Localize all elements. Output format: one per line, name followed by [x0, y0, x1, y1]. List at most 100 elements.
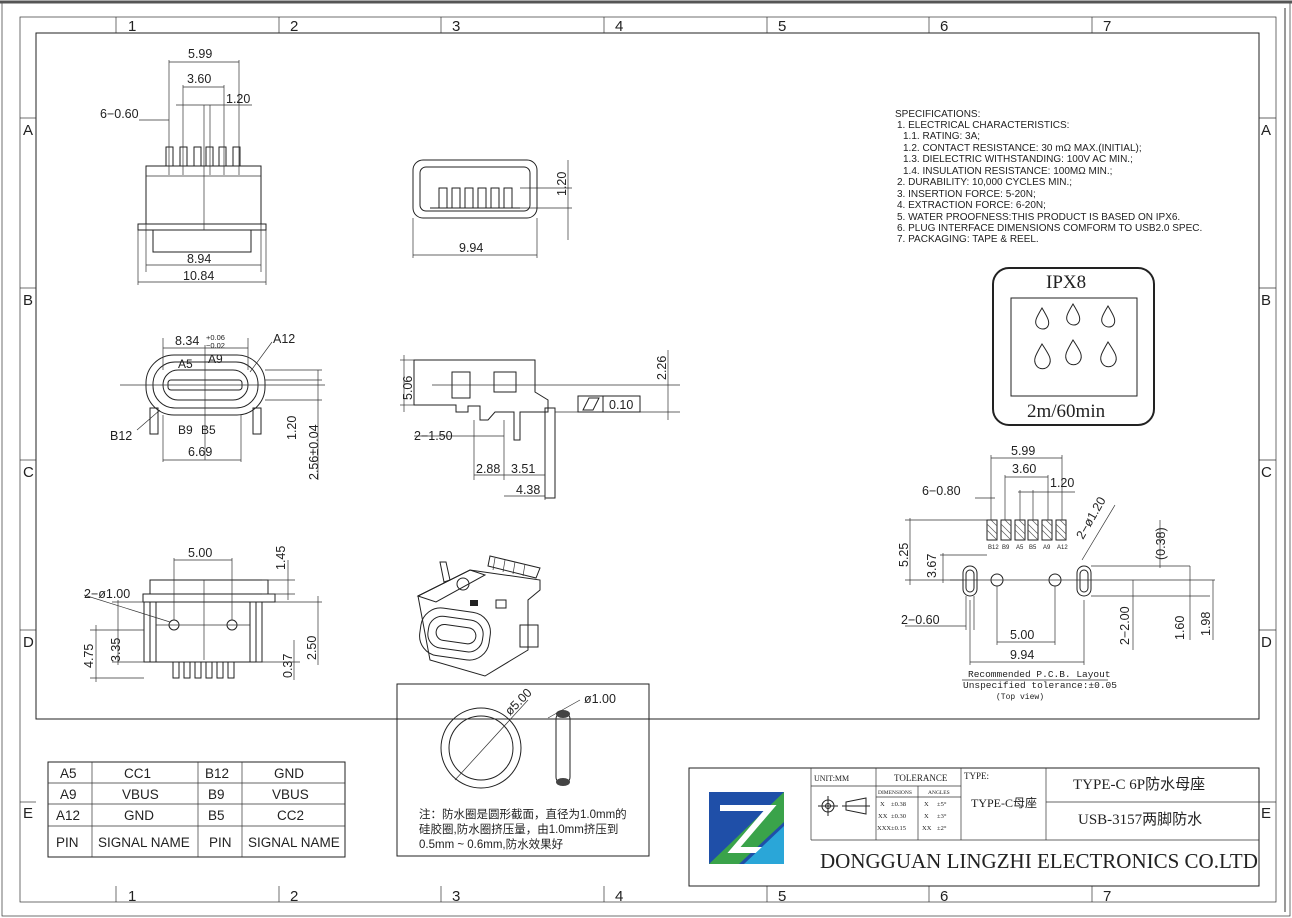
- pin-label: A12: [1057, 545, 1068, 551]
- pin-label: B5: [1029, 545, 1037, 551]
- spec-line: 5. WATER PROOFNESS:THIS PRODUCT IS BASED…: [897, 212, 1180, 223]
- zone-rows: A B C D E A B C D E: [20, 117, 1276, 822]
- dim-label: 5.99: [1011, 444, 1035, 458]
- table-cell: VBUS: [272, 787, 309, 802]
- dimensions-label: DIMENSIONS: [878, 790, 912, 796]
- dim-label: 5.99: [188, 47, 212, 61]
- zone-border: [19, 16, 1277, 903]
- dim-label: (0.38): [1154, 527, 1168, 560]
- dim-label: 3.51: [511, 462, 535, 476]
- table-header: PIN: [56, 835, 79, 850]
- zone-columns: 1 2 3 4 5 6 7 1 2 3 4 5 6 7: [115, 17, 1111, 905]
- dim-label: 6−0.80: [922, 484, 961, 498]
- spec-line: 1.1. RATING: 3A;: [903, 131, 980, 142]
- dim-tol: −0.02: [206, 341, 225, 350]
- pin-callout: B5: [201, 423, 216, 437]
- dim-label: 3.60: [1012, 462, 1036, 476]
- layout-note: (Top view): [996, 693, 1044, 702]
- row-label: D: [23, 634, 34, 651]
- col-label: 2: [290, 18, 298, 35]
- dim-label: 1.60: [1173, 616, 1187, 640]
- dim-label: 1.20: [285, 416, 299, 440]
- tol-cell: ±0.15: [891, 825, 906, 832]
- specifications: SPECIFICATIONS: 1. ELECTRICAL CHARACTERI…: [895, 109, 1202, 245]
- table-header: PIN: [209, 835, 232, 850]
- layout-note: Recommended P.C.B. Layout: [968, 669, 1111, 680]
- dim-label: 2−1.50: [414, 429, 453, 443]
- dim-label: 10.84: [183, 269, 214, 283]
- tol-cell: X: [924, 801, 929, 808]
- dim-label: 2.50: [305, 636, 319, 660]
- dim-label: 2.56±0.04: [307, 424, 321, 480]
- dim-label: 6.69: [188, 445, 212, 459]
- dim-label: 8.94: [187, 252, 211, 266]
- pin-callout: B9: [178, 423, 193, 437]
- tol-cell: X: [880, 801, 885, 808]
- table-cell: A12: [56, 808, 80, 823]
- ring-detail: ø5.00 ø1.00 注：防水圈是圆形截面，直径为1.0mm的 硅胶圈,防水圈…: [396, 683, 650, 857]
- row-label: B: [1261, 292, 1271, 309]
- dim-label: 2−2.00: [1118, 606, 1132, 645]
- dim-label: ø1.00: [584, 692, 616, 706]
- dim-tol: +0.06: [206, 333, 225, 342]
- table-header: SIGNAL NAME: [248, 835, 340, 850]
- drawing-border: [35, 32, 1260, 720]
- col-label: 2: [290, 888, 298, 905]
- col-label: 3: [452, 18, 460, 35]
- dim-label: 9.94: [459, 241, 483, 255]
- ipx-subtitle: 2m/60min: [1027, 401, 1106, 422]
- row-label: A: [23, 122, 33, 139]
- dim-label: 2−ø1.20: [1073, 494, 1108, 541]
- col-label: 5: [778, 888, 786, 905]
- table-cell: CC2: [277, 808, 304, 823]
- dim-label: 8.34: [175, 334, 199, 348]
- pin-label: A9: [1043, 545, 1051, 551]
- col-label: 6: [940, 888, 948, 905]
- ring-note-line: 注：防水圈是圆形截面，直径为1.0mm的: [419, 807, 627, 821]
- pin-label: B9: [1002, 545, 1010, 551]
- col-label: 5: [778, 18, 786, 35]
- angles-label: ANGLES: [928, 790, 950, 796]
- title-block: UNIT:MM TOLERANCE DIMENSIONS ANGLES X ±0…: [688, 767, 1260, 887]
- dim-label: 5.25: [897, 543, 911, 567]
- title-line-1: TYPE-C 6P防水母座: [1073, 776, 1205, 793]
- row-label: B: [23, 292, 33, 309]
- spec-line: 1.3. DIELECTRIC WITHSTANDING: 100V AC MI…: [903, 154, 1133, 165]
- dim-label: 6−0.60: [100, 107, 139, 121]
- pcb-pin-labels: B12 B9 A5 B5 A9 A12: [988, 545, 1068, 551]
- ring-note-line: 0.5mm ~ 0.6mm,防水效果好: [419, 837, 564, 851]
- pcb-layout: B12 B9 A5 B5 A9 A12: [897, 444, 1215, 702]
- spec-line: 2. DURABILITY: 10,000 CYCLES MIN.;: [897, 177, 1072, 188]
- col-label: 3: [452, 888, 460, 905]
- table-cell: B12: [205, 766, 229, 781]
- dim-label: 2−ø1.00: [84, 587, 130, 601]
- flatness-label: 0.10: [609, 398, 633, 412]
- dim-label: 1.45: [274, 546, 288, 570]
- row-label: D: [1261, 634, 1272, 651]
- pin-label: A5: [1016, 545, 1024, 551]
- tol-cell: XXX: [877, 825, 891, 832]
- table-cell: A9: [60, 787, 77, 802]
- ipx-title: IPX8: [1046, 272, 1086, 293]
- table-cell: A5: [60, 766, 77, 781]
- dim-label: 1.20: [555, 172, 569, 196]
- dim-label: 3.67: [925, 554, 939, 578]
- dim-label: 2.26: [655, 356, 669, 380]
- col-label: 6: [940, 18, 948, 35]
- dim-label: 5.00: [1010, 628, 1034, 642]
- projection-symbol-icon: [818, 796, 870, 816]
- dim-label: 3.60: [187, 72, 211, 86]
- dim-label: 4.38: [516, 483, 540, 497]
- table-header: SIGNAL NAME: [98, 835, 190, 850]
- dim-label: 5.00: [188, 546, 212, 560]
- dim-label: 5.06: [401, 376, 415, 400]
- dim-label: 9.94: [1010, 648, 1034, 662]
- tolerance-label: TOLERANCE: [894, 773, 948, 783]
- pin-table: A5 CC1 B12 GND A9 VBUS B9 VBUS A12 GND B…: [47, 761, 346, 858]
- dim-label: 0.37: [281, 654, 295, 678]
- spec-line: 7. PACKAGING: TAPE & REEL.: [897, 234, 1039, 245]
- type-value: TYPE-C母座: [971, 795, 1037, 810]
- table-cell: CC1: [124, 766, 151, 781]
- dim-label: 4.75: [82, 644, 96, 668]
